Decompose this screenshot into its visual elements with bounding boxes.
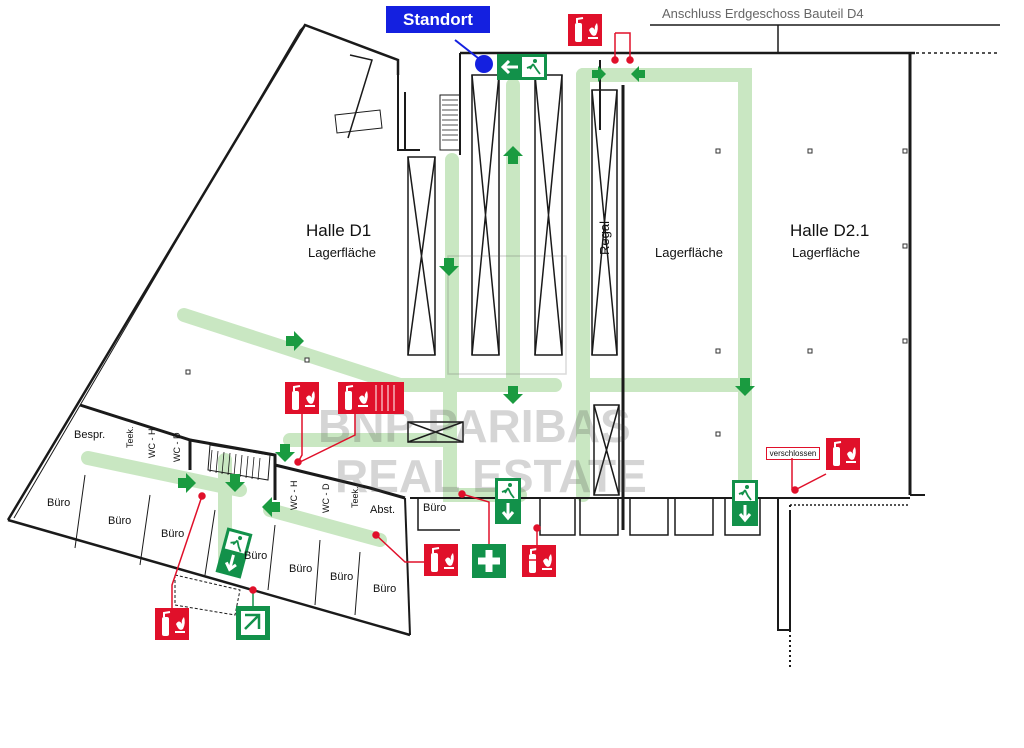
hall-middle-sub: Lagerfläche [655,245,723,260]
arrow-up-icon [503,146,523,164]
fire-extinguisher-icon [825,437,861,471]
room-buero-1: Büro [47,497,70,509]
arrow-down-icon [439,258,459,276]
arrow-left-icon [262,497,280,517]
assembly-point-icon [236,606,270,640]
fire-extinguisher-icon [521,544,557,578]
room-buero-5: Büro [289,563,312,575]
fire-leader-lines [171,32,827,608]
emergency-exit-icon [493,476,523,526]
room-abst: Abst. [370,504,395,516]
arrow-right-icon [286,331,304,351]
building-walls [6,23,1000,670]
room-teek-1: Teek. [125,426,135,448]
room-wc-h-1: WC - H [147,429,157,459]
arrow-down-icon [503,386,523,404]
room-wc-d-2: WC - D [321,483,331,513]
arrow-right-icon [592,66,606,82]
room-bespr: Bespr. [74,429,105,441]
arrow-left-icon [631,66,645,82]
room-buero-4: Büro [244,550,267,562]
standort-pointer [454,39,479,59]
standort-marker [475,55,493,73]
standort-label: Standort [386,6,490,33]
room-buero-8: Büro [423,502,446,514]
fire-alarm-icon [370,382,404,414]
watermark: BNP PARIBAS REAL ESTATE [318,255,647,502]
regal-label: Regal [597,221,612,255]
exit-sign-top [497,54,547,80]
room-buero-3: Büro [161,528,184,540]
fire-extinguisher-icon [284,381,320,415]
hall-d21-sub: Lagerfläche [792,245,860,260]
arrow-down-icon [225,474,245,492]
hall-d1-sub: Lagerfläche [308,245,376,260]
emergency-exit-icon [730,478,760,528]
arrow-right-icon [178,473,196,493]
pillars [185,148,908,437]
room-buero-2: Büro [108,515,131,527]
arrow-down-icon [735,378,755,396]
anschluss-label: Anschluss Erdgeschoss Bauteil D4 [662,6,864,21]
room-wc-d-1: WC - D [172,432,182,462]
arrow-down-icon [275,444,295,462]
hall-d1-name: Halle D1 [306,221,371,240]
watermark-line2: REAL ESTATE [335,450,647,502]
hall-d21-name: Halle D2.1 [790,221,869,240]
room-teek-2: Teek. [350,486,360,508]
fire-extinguisher-icon [423,543,459,577]
fire-extinguisher-icon [154,607,190,641]
room-buero-7: Büro [373,583,396,595]
shelving-racks [207,74,620,496]
room-buero-6: Büro [330,571,353,583]
escape-arrows [178,66,755,517]
fire-extinguisher-icon [337,381,373,415]
verschlossen-label: verschlossen [766,447,820,460]
first-aid-icon [472,544,506,578]
room-wc-h-2: WC - H [289,481,299,511]
